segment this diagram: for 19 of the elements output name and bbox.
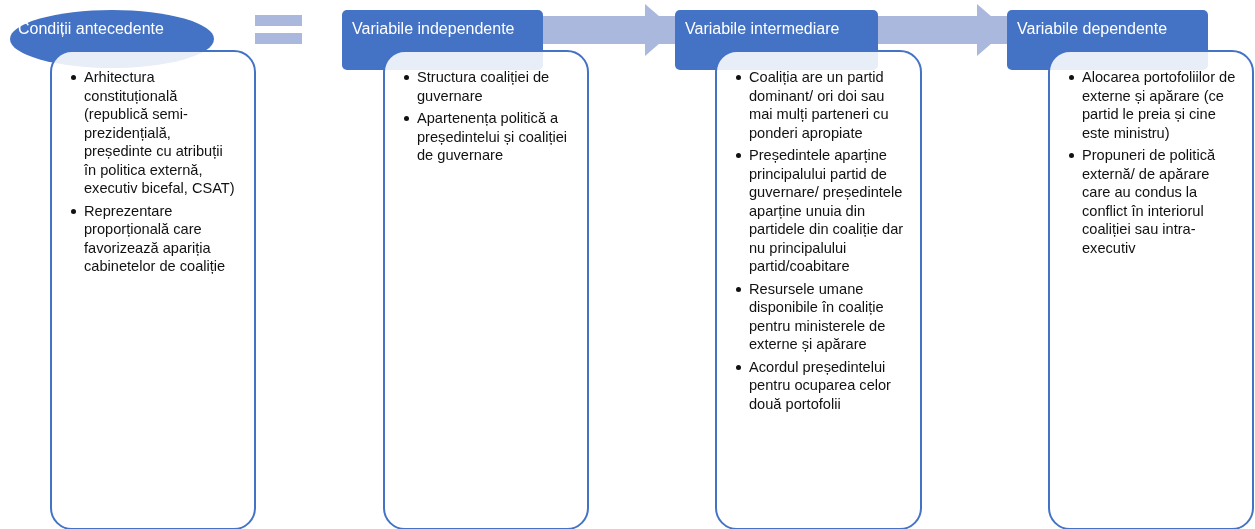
content-card [50, 50, 256, 529]
block-arrow [878, 4, 1007, 56]
bullet-item: Resursele umane disponibile în coaliție pentru ministerele de externe și apărare [749, 279, 887, 354]
content-card [1048, 50, 1254, 529]
bullet-item: Coaliția are un partid dominant/ ori doi sau mai mulți parteneri cu ponderi apropiate [749, 68, 890, 142]
header-label: Variabile intermediare [685, 20, 840, 37]
content-card [383, 50, 589, 529]
bullet-item: Propuneri de politică externă/ de apărare care au condus la conflict în interiorul coaliției sau intra-executiv [1082, 146, 1217, 257]
bullet-item: Alocarea portofoliilor de externe și apărare (ce partid le preia și cine este ministru) [1082, 68, 1236, 142]
header-label: Variabile independente [352, 20, 515, 37]
bullet-item: Președintele aparține principalului partid de guvernare/ președintele aparține unuia din partidele din coaliție dar nu principalului partid/coabitare [749, 146, 904, 276]
header-label: Variabile dependente [1017, 20, 1168, 37]
bullet-item: Reprezentare proporțională care favorizează apariția cabinetelor de coaliție [84, 201, 227, 276]
content-card [715, 50, 922, 529]
bullet-item: Apartenența politică a președintelui și coaliției de guvernare [417, 109, 569, 165]
bullet-item: Acordul președintelui pentru ocuparea celor două portofolii [749, 357, 892, 413]
bullet-item: Structura coaliției de guvernare [417, 68, 551, 105]
block-arrow [543, 4, 675, 56]
bullet-item: Arhitectura constituțională (republică semi-prezidențială, președinte cu atribuții în politica externă, executiv bicefal, CSAT) [84, 68, 236, 198]
